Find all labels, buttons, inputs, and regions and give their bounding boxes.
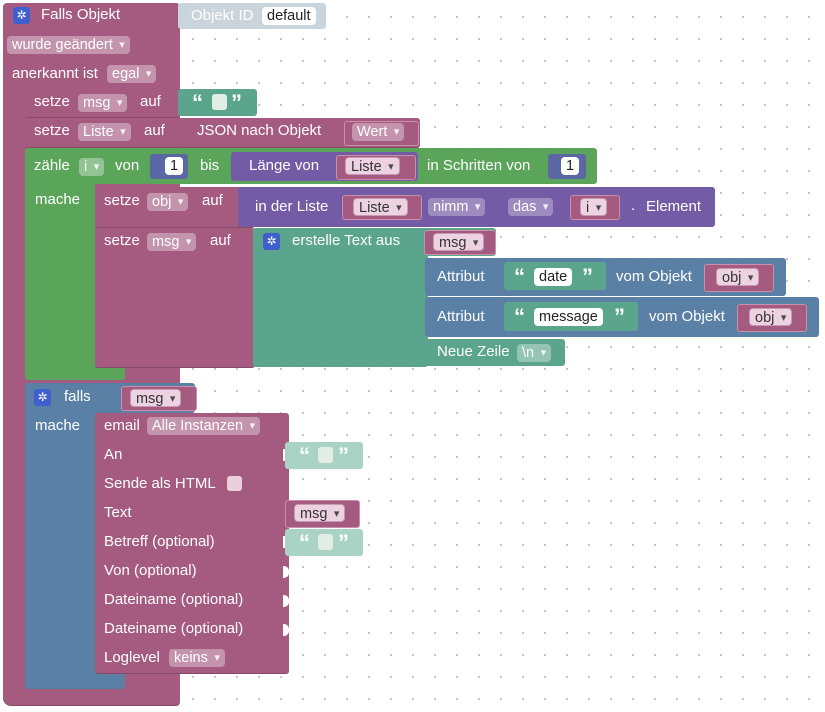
count-loop-side xyxy=(25,148,95,380)
acknowledged-dropdown[interactable]: egal xyxy=(107,65,157,83)
email-block[interactable] xyxy=(95,413,289,674)
attribute-message-label: Attribut xyxy=(437,308,485,325)
email-subject-label: Betreff (optional) xyxy=(104,533,215,550)
msg-var-dropdown[interactable]: msg xyxy=(433,233,485,252)
email-instances-dropdown[interactable]: Alle Instanzen xyxy=(147,417,261,435)
gear-icon[interactable]: ✲ xyxy=(263,233,280,250)
trigger-block-bottom-bar xyxy=(3,690,180,705)
email-to-input[interactable] xyxy=(318,447,333,463)
loop-do-label: mache xyxy=(35,191,81,208)
from-label: von xyxy=(115,157,140,174)
date-text-input[interactable]: date xyxy=(534,268,573,286)
close-quote-icon: ” xyxy=(614,304,625,329)
step-label: in Schritten von xyxy=(427,157,531,174)
if-do-label: mache xyxy=(35,417,81,434)
email-from-label: Von (optional) xyxy=(104,562,197,579)
set-msg-text-to: auf xyxy=(210,232,231,249)
set-list-var-dropdown[interactable]: Liste xyxy=(78,123,131,141)
email-from-socket xyxy=(283,566,289,578)
count-label: zähle xyxy=(34,157,70,174)
to-label: bis xyxy=(200,157,220,174)
gear-icon[interactable]: ✲ xyxy=(13,7,30,24)
if-label: falls xyxy=(64,388,91,405)
mode-dropdown[interactable]: nimm xyxy=(428,198,486,216)
email-html-label: Sende als HTML xyxy=(104,475,216,492)
set-obj-label: setze xyxy=(104,192,140,209)
email-file2-socket xyxy=(283,624,289,636)
trigger-title: Falls Objekt xyxy=(41,6,121,23)
if-block-side xyxy=(25,383,97,689)
json-to-object-label: JSON nach Objekt xyxy=(197,122,322,139)
count-loop-bottom xyxy=(25,366,125,380)
email-to-label: An xyxy=(104,446,123,463)
close-quote-icon: ” xyxy=(338,530,349,555)
count-var-dropdown[interactable]: i xyxy=(79,158,105,176)
message-text-input[interactable]: message xyxy=(534,308,603,326)
attribute-message-from: vom Objekt xyxy=(649,308,725,325)
set-msg-text-var-dropdown[interactable]: msg xyxy=(147,233,197,251)
length-of-label: Länge von xyxy=(249,157,320,174)
email-loglevel-label: Loglevel xyxy=(104,649,160,666)
close-quote-icon: ” xyxy=(338,443,349,468)
empty-text-input[interactable] xyxy=(212,94,227,110)
email-subject-input[interactable] xyxy=(318,534,333,550)
set-obj-var-dropdown[interactable]: obj xyxy=(147,193,189,211)
object-id-value[interactable]: default xyxy=(262,7,316,25)
newline-label: Neue Zeile xyxy=(437,343,510,360)
if-var-dropdown[interactable]: msg xyxy=(130,389,182,408)
create-text-label: erstelle Text aus xyxy=(292,232,401,249)
object-id-label: Objekt ID xyxy=(191,7,254,24)
value-var-dropdown[interactable]: Wert xyxy=(352,123,405,141)
email-file2-label: Dateiname (optional) xyxy=(104,620,244,637)
length-var-dropdown[interactable]: Liste xyxy=(345,157,400,176)
email-text-var-dropdown[interactable]: msg xyxy=(294,504,346,523)
index-var-dropdown[interactable]: i xyxy=(580,198,608,217)
close-quote-icon: ” xyxy=(231,90,242,115)
attribute-date-label: Attribut xyxy=(437,268,485,285)
attribute-date-obj-dropdown[interactable]: obj xyxy=(716,268,760,287)
list-var-dropdown[interactable]: Liste xyxy=(353,198,408,217)
email-loglevel-dropdown[interactable]: keins xyxy=(169,649,225,667)
in-list-label: in der Liste xyxy=(255,198,329,215)
if-block-bottom xyxy=(25,673,125,689)
set-msg-var-dropdown[interactable]: msg xyxy=(78,94,128,112)
email-label: email xyxy=(104,417,140,434)
gear-icon[interactable]: ✲ xyxy=(34,389,51,406)
dot-label: . xyxy=(631,197,636,214)
step-number-input[interactable]: 1 xyxy=(561,157,579,175)
start-number-input[interactable]: 1 xyxy=(165,157,183,175)
open-quote-icon: “ xyxy=(299,443,310,468)
changed-dropdown[interactable]: wurde geändert xyxy=(7,36,130,54)
set-obj-to: auf xyxy=(202,192,223,209)
element-label: Element xyxy=(646,198,702,215)
open-quote-icon: “ xyxy=(514,304,525,329)
open-quote-icon: “ xyxy=(192,90,203,115)
attribute-date-from: vom Objekt xyxy=(616,268,692,285)
where-dropdown[interactable]: das xyxy=(508,198,554,216)
set-list-label: setze xyxy=(34,122,70,139)
set-msg-to: auf xyxy=(140,93,161,110)
email-file1-label: Dateiname (optional) xyxy=(104,591,244,608)
open-quote-icon: “ xyxy=(299,530,310,555)
email-html-checkbox[interactable] xyxy=(227,476,242,491)
email-file1-socket xyxy=(283,595,289,607)
set-msg-text-block[interactable] xyxy=(95,228,255,368)
newline-dropdown[interactable]: \n xyxy=(517,344,552,362)
set-list-to: auf xyxy=(144,122,165,139)
acknowledged-label: anerkannt ist xyxy=(12,65,98,82)
set-msg-text-label: setze xyxy=(104,232,140,249)
close-quote-icon: ” xyxy=(582,264,593,289)
open-quote-icon: “ xyxy=(514,264,525,289)
email-text-label: Text xyxy=(104,504,132,521)
attribute-message-obj-dropdown[interactable]: obj xyxy=(749,308,793,327)
set-msg-label: setze xyxy=(34,93,70,110)
